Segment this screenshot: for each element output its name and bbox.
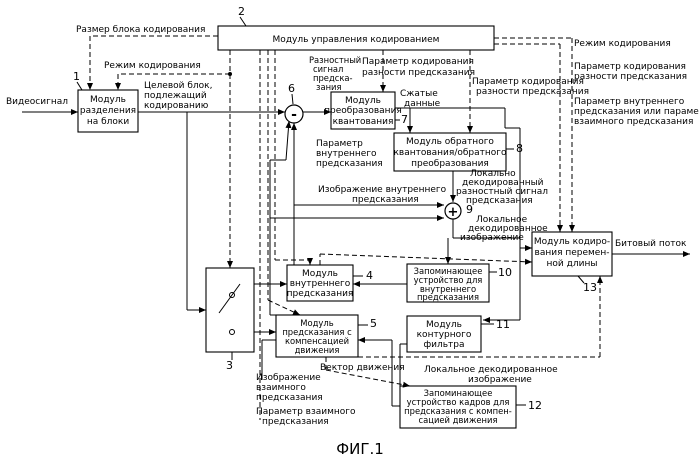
mc-number: 5 xyxy=(370,317,377,330)
motion-compensation-block: Модуль предсказания с компенсацией движе… xyxy=(276,315,358,357)
label-inter-image-2: взаимного xyxy=(256,383,306,393)
block-divider-number: 1 xyxy=(73,70,80,83)
label-bitstream: Битовый поток xyxy=(615,239,687,249)
label-intra-param-3: предсказания xyxy=(316,159,383,169)
block-divider-label-1: Модуль xyxy=(90,95,126,105)
intra-mem-label-4: предсказания xyxy=(417,292,479,302)
coding-control-label: Модуль управления кодированием xyxy=(273,35,440,45)
vlc-label-2: вания перемен- xyxy=(535,248,610,258)
label-inter-image-1: Изображение xyxy=(256,373,321,383)
label-pred-param-right-1: Параметр внутреннего xyxy=(574,97,685,107)
loop-filter-block: Модуль контурного фильтра xyxy=(407,316,481,352)
inverse-label-2: квантования/обратного xyxy=(393,148,507,158)
block-divider-label-2: разделения xyxy=(80,106,136,116)
intra-prediction-block: Модуль внутреннего предсказания xyxy=(287,265,354,301)
label-diff-param-right-2: разности предсказания xyxy=(574,72,687,82)
inverse-transform-block: Модуль обратного квантования/обратного п… xyxy=(393,133,507,171)
label-video-signal: Видеосигнал xyxy=(6,97,68,107)
vlc-label-1: Модуль кодиро- xyxy=(534,237,610,247)
label-compressed-1: Сжатые xyxy=(400,89,438,99)
inverse-label-1: Модуль обратного xyxy=(406,137,494,147)
adder: + xyxy=(445,203,461,220)
inverse-label-3: преобразования xyxy=(411,159,489,169)
loop-filter-label-2: контурного xyxy=(417,330,472,340)
label-local-image-3: изображение xyxy=(460,233,524,243)
intra-memory-block: Запоминающее устройство для внутреннего … xyxy=(407,264,489,302)
label-pred-param-right-3: взаимного предсказания xyxy=(574,117,693,127)
subtractor-number: 6 xyxy=(288,82,295,95)
block-divider-block: Модуль разделения на блоки xyxy=(78,90,138,132)
intra-memory-number: 10 xyxy=(498,266,512,279)
label-diff-param-right-1: Параметр кодирования xyxy=(574,62,686,72)
intra-label-3: предсказания xyxy=(287,289,354,299)
coding-control-number: 2 xyxy=(238,5,245,18)
frame-mem-label-4: сацией движения xyxy=(419,415,498,425)
vlc-number: 13 xyxy=(583,281,597,294)
vlc-label-3: ной длины xyxy=(547,259,598,269)
coding-control-block: Модуль управления кодированием xyxy=(218,26,494,50)
label-intra-param-1: Параметр xyxy=(316,139,363,149)
label-coding-mode-right: Режим кодирования xyxy=(574,39,671,49)
label-diff-param-mid-2: разности предсказания xyxy=(476,87,589,97)
label-local-image-bottom-2: изображение xyxy=(468,375,532,385)
label-diff-param-mid-1: Параметр кодирования xyxy=(472,77,584,87)
transform-label-1: Модуль xyxy=(345,96,381,106)
label-pred-param-right-2: предсказания или параметр xyxy=(574,107,699,117)
label-diff-param-top-1: Параметр кодирования xyxy=(362,57,474,67)
mc-label-4: движения xyxy=(295,345,340,355)
loop-filter-label-1: Модуль xyxy=(426,320,462,330)
label-coding-mode-left: Режим кодирования xyxy=(104,61,201,71)
intra-number: 4 xyxy=(366,269,373,282)
block-divider-label-3: на блоки xyxy=(87,117,130,127)
subtractor: - xyxy=(285,105,303,123)
label-motion-vector: Вектор движения xyxy=(320,363,405,373)
label-diff-param-top-2: разности предсказания xyxy=(362,68,475,78)
label-inter-image-3: предсказания xyxy=(256,393,323,403)
transform-label-3: квантования xyxy=(333,117,394,127)
label-intra-param-2: внутреннего xyxy=(316,149,377,159)
intra-label-2: внутреннего xyxy=(290,279,351,289)
intra-label-1: Модуль xyxy=(302,269,338,279)
adder-symbol: + xyxy=(448,205,459,220)
variable-length-coding-block: Модуль кодиро- вания перемен- ной длины xyxy=(532,232,612,276)
label-inter-param-1: Параметр взаимного xyxy=(256,407,356,417)
label-intra-image-2: предсказания xyxy=(352,195,419,205)
label-compressed-2: данные xyxy=(404,99,441,109)
label-target-block-3: кодированию xyxy=(144,101,209,111)
frame-memory-block: Запоминающее устройство кадров для предс… xyxy=(400,386,516,428)
subtractor-symbol: - xyxy=(291,107,297,123)
transform-number: 7 xyxy=(401,113,408,126)
loop-filter-label-3: фильтра xyxy=(423,340,464,350)
figure-caption: ФИГ.1 xyxy=(336,440,384,458)
switch-number: 3 xyxy=(226,359,233,372)
label-intra-image-1: Изображение внутреннего xyxy=(318,185,447,195)
transform-label-2: преобразования xyxy=(324,106,402,116)
label-target-block-1: Целевой блок, xyxy=(144,81,212,91)
label-inter-param-2: предсказания xyxy=(262,417,329,427)
transform-quantization-block: Модуль преобразования квантования xyxy=(324,92,402,129)
label-target-block-2: подлежащий xyxy=(144,91,207,101)
label-residual-4: зания xyxy=(316,82,342,92)
label-local-residual-4: предсказания xyxy=(466,196,533,206)
prediction-switch xyxy=(206,268,254,352)
frame-memory-number: 12 xyxy=(528,399,542,412)
label-block-size: Размер блока кодирования xyxy=(76,25,205,35)
label-local-image-bottom-1: Локальное декодированное xyxy=(424,365,558,375)
